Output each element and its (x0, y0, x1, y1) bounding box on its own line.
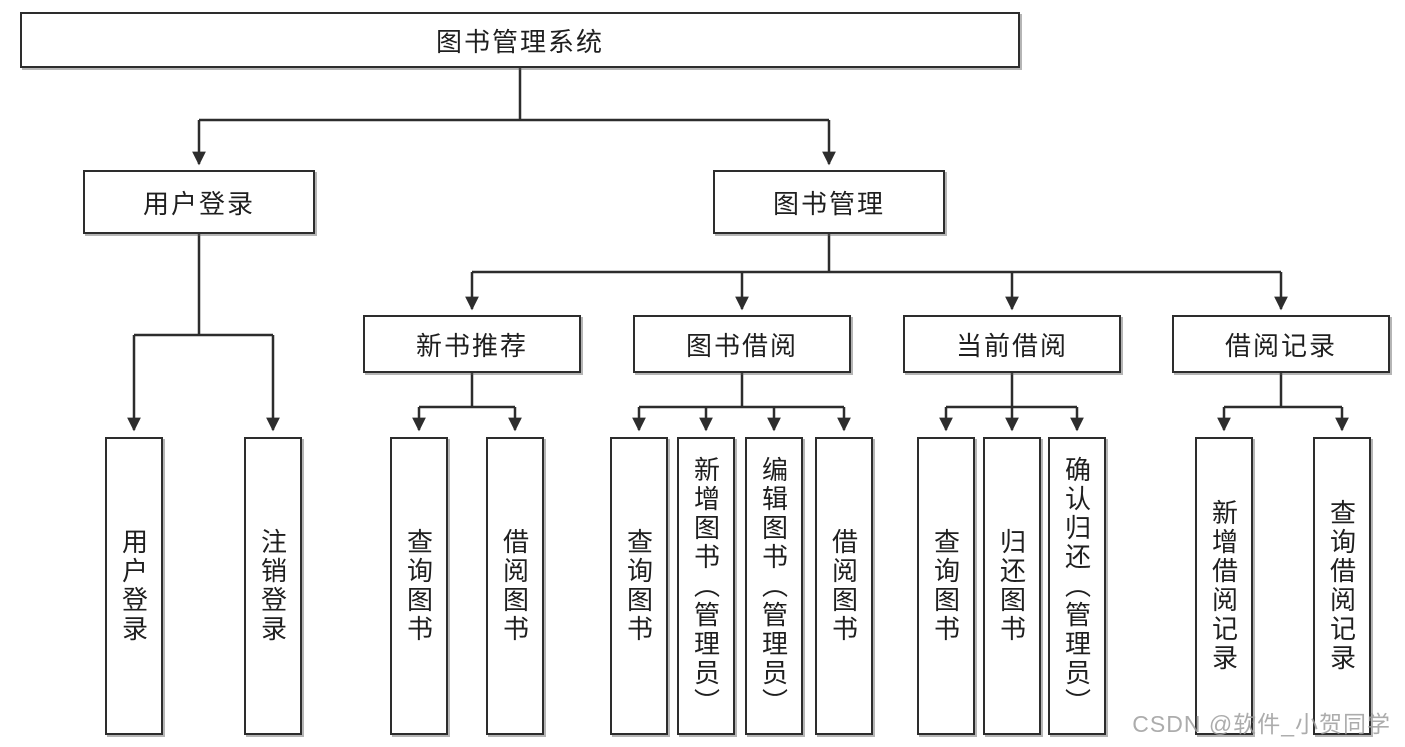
leaf-query-books-current: 查询图书 (917, 437, 975, 735)
node-book-borrow: 图书借阅 (633, 315, 851, 373)
node-library-management-system: 图书管理系统 (20, 12, 1020, 68)
node-user-login: 用户登录 (83, 170, 315, 234)
leaf-user-login: 用户登录 (105, 437, 163, 735)
leaf-add-book-admin: 新增图书（管理员） (677, 437, 735, 735)
csdn-watermark: CSDN @软件_小贺同学 (1132, 711, 1391, 737)
leaf-borrow-books-recommend: 借阅图书 (486, 437, 544, 735)
leaf-add-borrow-record: 新增借阅记录 (1195, 437, 1253, 735)
leaf-confirm-return-admin: 确认归还（管理员） (1048, 437, 1106, 735)
leaf-logout: 注销登录 (244, 437, 302, 735)
leaf-return-book: 归还图书 (983, 437, 1041, 735)
leaf-query-borrow-record: 查询借阅记录 (1313, 437, 1371, 735)
node-borrow-records: 借阅记录 (1172, 315, 1390, 373)
node-current-borrow: 当前借阅 (903, 315, 1121, 373)
leaf-borrow-books-borrow: 借阅图书 (815, 437, 873, 735)
leaf-edit-book-admin: 编辑图书（管理员） (745, 437, 803, 735)
node-new-book-recommend: 新书推荐 (363, 315, 581, 373)
leaf-query-books-borrow: 查询图书 (610, 437, 668, 735)
leaf-query-books-recommend: 查询图书 (390, 437, 448, 735)
node-book-management: 图书管理 (713, 170, 945, 234)
